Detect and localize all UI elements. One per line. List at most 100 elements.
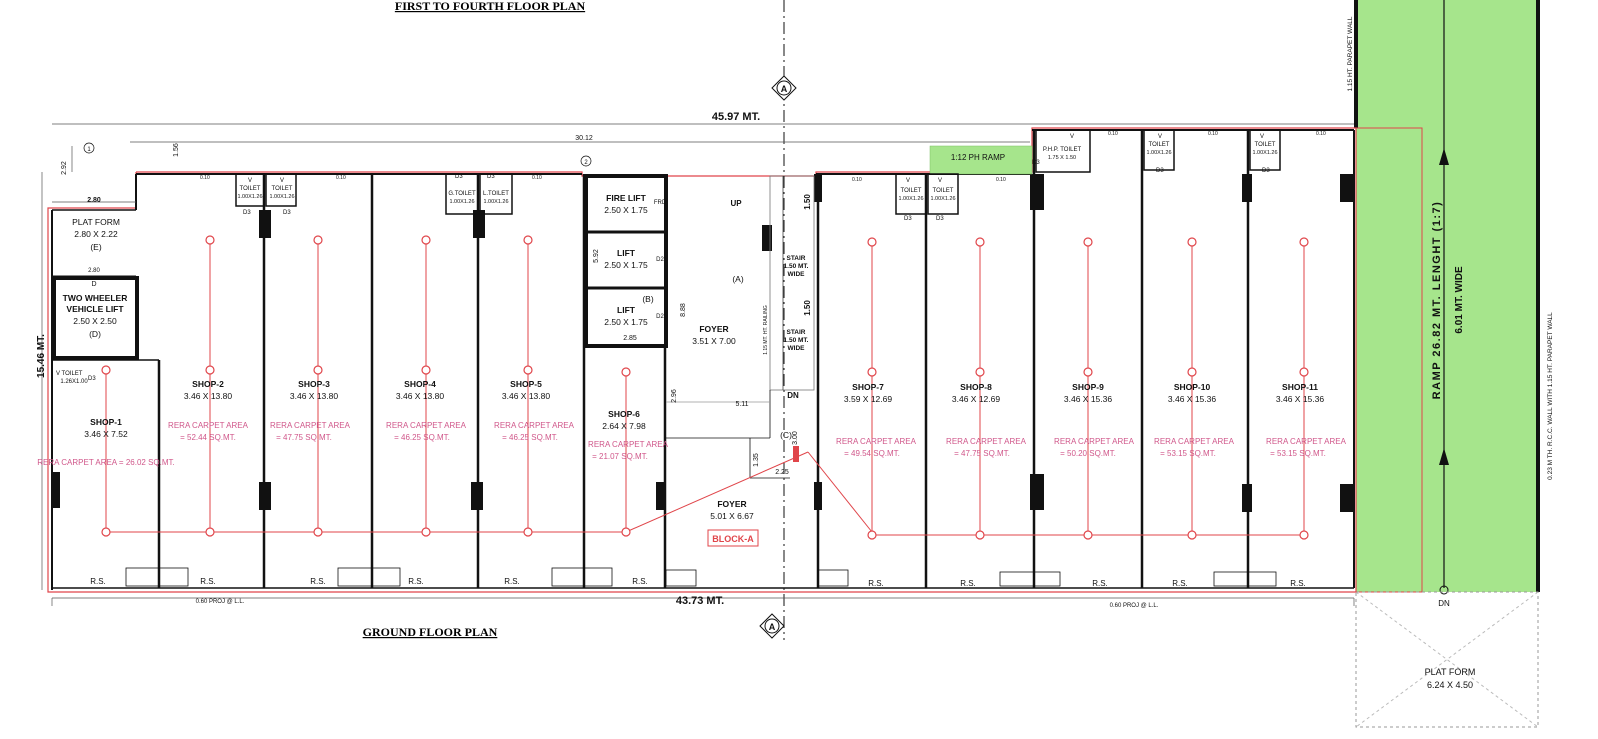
svg-text:V: V	[280, 178, 284, 184]
tag-b: (B)	[642, 294, 654, 304]
svg-text:D3: D3	[283, 210, 291, 216]
svg-text:RERA CARPET AREA: RERA CARPET AREA	[270, 421, 351, 430]
svg-text:= 53.15 SQ.MT.: = 53.15 SQ.MT.	[1160, 449, 1216, 458]
svg-text:V: V	[1260, 134, 1264, 140]
block-a-label: BLOCK-A	[712, 534, 754, 544]
svg-text:TOILET: TOILET	[1149, 142, 1170, 148]
dim-inner-width: 30.12	[575, 135, 593, 142]
svg-text:1.00X1.26: 1.00X1.26	[1252, 150, 1277, 156]
dim-overall-width: 45.97 MT.	[712, 111, 760, 123]
vehicle-lift-size: 2.50 X 2.50	[73, 316, 117, 326]
svg-text:= 46.25 SQ.MT.: = 46.25 SQ.MT.	[502, 433, 558, 442]
svg-text:3.46 X 13.80: 3.46 X 13.80	[502, 391, 550, 401]
title-ground-floor: GROUND FLOOR PLAN	[363, 625, 498, 639]
red-service-lines	[105, 240, 1306, 536]
svg-text:R.S.: R.S.	[1092, 579, 1108, 588]
dimension-lines	[41, 123, 1355, 606]
svg-text:SHOP-9: SHOP-9	[1072, 382, 1104, 392]
shop-11: SHOP-11 3.46 X 15.36 RERA CARPET AREA = …	[1266, 382, 1347, 458]
dim-300: 3.00	[792, 431, 799, 445]
parapet-right-label: 0.23 M TH. R.C.C. WALL WITH 1.15 HT. PAR…	[1547, 312, 1554, 480]
svg-text:0.10: 0.10	[532, 175, 542, 181]
stair-1-line2: 1.50 MT.	[784, 263, 809, 270]
dim-292: 2.92	[61, 161, 68, 175]
svg-text:L.TOILET: L.TOILET	[483, 191, 509, 197]
svg-text:D3: D3	[936, 216, 944, 222]
dim-150a: 1.50	[803, 194, 812, 210]
ramp-width-label: 6.01 MT. WIDE	[1454, 266, 1465, 334]
svg-text:SHOP-6: SHOP-6	[608, 409, 640, 419]
svg-text:RERA CARPET AREA: RERA CARPET AREA	[946, 437, 1027, 446]
dim-156: 1.56	[173, 143, 180, 157]
svg-text:D3: D3	[487, 174, 495, 180]
svg-text:RERA CARPET AREA: RERA CARPET AREA	[1054, 437, 1135, 446]
foyer-lower-size: 5.01 X 6.67	[710, 511, 754, 521]
lift-core	[584, 174, 668, 348]
foyer-upper-name: FOYER	[699, 324, 728, 334]
toilet-1-d3: D3	[88, 376, 96, 382]
svg-text:3.46 X 13.80: 3.46 X 13.80	[396, 391, 444, 401]
svg-text:SHOP-4: SHOP-4	[404, 379, 436, 389]
partition-walls	[157, 130, 1250, 588]
foyer-lines	[666, 390, 790, 479]
shop-8: SHOP-8 3.46 X 12.69 RERA CARPET AREA = 4…	[946, 382, 1027, 458]
svg-text:G.TOILET: G.TOILET	[448, 191, 476, 197]
foyer-lower-name: FOYER	[717, 499, 746, 509]
stair-2-line2: 1.50 MT.	[784, 337, 809, 344]
svg-text:0.10: 0.10	[1108, 131, 1118, 137]
svg-text:0.10: 0.10	[996, 177, 1006, 183]
dim-296: 2.96	[671, 389, 678, 403]
lift-1-name: LIFT	[617, 248, 636, 258]
grid-label-2: 2	[584, 160, 588, 166]
svg-text:P.H.P. TOILET: P.H.P. TOILET	[1043, 147, 1082, 153]
svg-text:SHOP-5: SHOP-5	[510, 379, 542, 389]
svg-text:RERA CARPET AREA: RERA CARPET AREA	[1154, 437, 1235, 446]
svg-text:R.S.: R.S.	[632, 577, 648, 586]
svg-text:1.00X1.26: 1.00X1.26	[237, 194, 262, 200]
columns	[52, 174, 1354, 512]
grid-marker-1	[83, 142, 95, 154]
platform-e-size: 2.80 X 2.22	[74, 229, 118, 239]
toilet-1-v: V	[56, 371, 60, 377]
svg-text:RERA CARPET AREA: RERA CARPET AREA	[386, 421, 467, 430]
svg-text:1.00X1.26: 1.00X1.26	[1146, 150, 1171, 156]
parapet-top-label: 1.15 HT. PARAPET WALL	[1347, 16, 1354, 91]
dim-511: 5.11	[735, 401, 748, 408]
toilet-1-name: TOILET	[62, 371, 83, 377]
svg-text:RERA CARPET AREA: RERA CARPET AREA	[168, 421, 249, 430]
svg-text:1.75 X 1.50: 1.75 X 1.50	[1048, 155, 1076, 161]
svg-text:RERA CARPET AREA: RERA CARPET AREA	[836, 437, 917, 446]
svg-text:D3: D3	[1262, 168, 1270, 174]
svg-text:V: V	[248, 178, 252, 184]
svg-text:V: V	[1070, 134, 1074, 140]
svg-text:3.59 X 12.69: 3.59 X 12.69	[844, 394, 892, 404]
dn-label: DN	[787, 391, 799, 400]
svg-text:3.46 X 15.36: 3.46 X 15.36	[1064, 394, 1112, 404]
svg-text:0.10: 0.10	[852, 177, 862, 183]
lift-1-door: D2	[656, 257, 664, 263]
fire-lift-name: FIRE LIFT	[606, 193, 646, 203]
dim-888: 8.88	[680, 303, 687, 317]
svg-text:TOILET: TOILET	[933, 188, 954, 194]
svg-text:= 50.20 SQ.MT.: = 50.20 SQ.MT.	[1060, 449, 1116, 458]
svg-text:1.00X1.26: 1.00X1.26	[930, 196, 955, 202]
svg-text:TOILET: TOILET	[901, 188, 922, 194]
door-labels: D3 D3 D3 D3 D3 D3 D3 D3 D3 V V V V V V V	[243, 134, 1270, 222]
plot-boundary	[47, 127, 1357, 593]
svg-text:= 47.75 SQ.MT.: = 47.75 SQ.MT.	[276, 433, 332, 442]
fire-lift-size: 2.50 X 1.75	[604, 205, 648, 215]
platform-e-tag: (E)	[90, 242, 102, 252]
bottom-platform-outline	[1355, 591, 1539, 728]
shop-4: SHOP-4 3.46 X 13.80 RERA CARPET AREA = 4…	[386, 379, 467, 442]
section-marker-bottom	[759, 613, 785, 639]
dim-285: 2.85	[623, 335, 637, 342]
svg-text:R.S.: R.S.	[408, 577, 424, 586]
dim-bottom-width: 43.73 MT.	[676, 595, 724, 607]
svg-text:1.00X1.26: 1.00X1.26	[449, 199, 474, 205]
wall-thickness-labels: 0.10 0.10 0.10 0.10 0.10 0.10 0.10 0.10	[200, 131, 1326, 183]
platform-dim: 2.80	[88, 268, 100, 274]
lift-2-size: 2.50 X 1.75	[604, 317, 648, 327]
svg-text:SHOP-2: SHOP-2	[192, 379, 224, 389]
fire-door-label: FRD	[654, 200, 667, 206]
lift-2-door: D2	[656, 314, 664, 320]
